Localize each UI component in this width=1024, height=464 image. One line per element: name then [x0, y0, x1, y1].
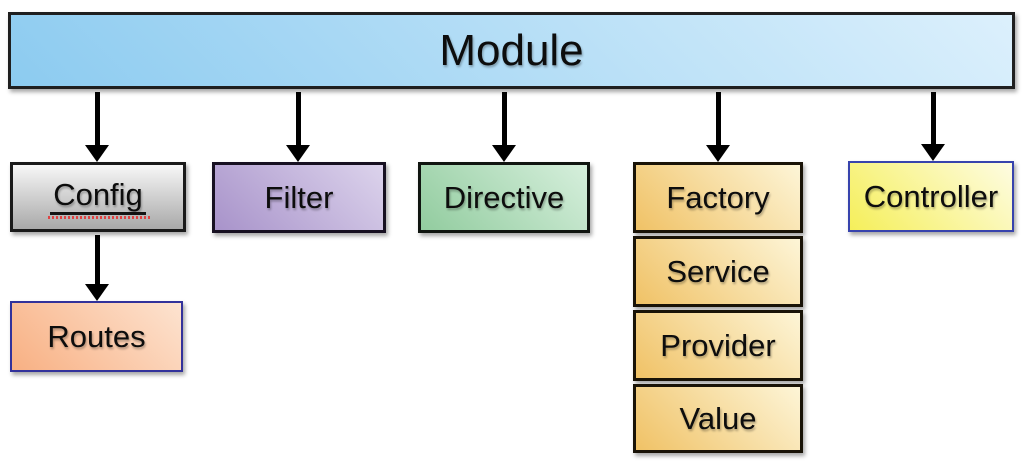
node-module-label: Module — [439, 25, 584, 75]
node-config-label: Config — [48, 177, 150, 219]
node-provider: Provider — [633, 310, 803, 381]
node-config-label-text: Config — [53, 177, 143, 212]
arrow-shaft — [501, 92, 507, 145]
node-value: Value — [633, 384, 803, 453]
arrow-shaft — [295, 92, 301, 145]
node-provider-label: Provider — [660, 328, 776, 363]
node-value-label: Value — [679, 401, 757, 436]
arrow-shaft — [94, 92, 100, 145]
arrow-head-icon — [85, 284, 109, 301]
arrow-shaft — [930, 92, 936, 144]
arrow-shaft — [715, 92, 721, 145]
node-controller-label: Controller — [863, 179, 999, 214]
spellcheck-squiggle — [48, 216, 150, 219]
arrow-head-icon — [286, 145, 310, 162]
node-service: Service — [633, 236, 803, 307]
node-factory-label: Factory — [666, 180, 770, 215]
node-routes-label: Routes — [47, 319, 146, 354]
arrow-module-to-config — [85, 92, 109, 162]
node-directive: Directive — [418, 162, 590, 233]
node-routes: Routes — [10, 301, 183, 372]
node-filter: Filter — [212, 162, 386, 233]
node-controller: Controller — [848, 161, 1014, 232]
node-factory: Factory — [633, 162, 803, 233]
arrow-module-to-controller — [921, 92, 945, 161]
arrow-head-icon — [492, 145, 516, 162]
arrow-module-to-directive — [492, 92, 516, 162]
node-directive-label: Directive — [443, 180, 565, 215]
arrow-head-icon — [706, 145, 730, 162]
node-module: Module — [8, 12, 1015, 89]
arrow-head-icon — [921, 144, 945, 161]
node-filter-label: Filter — [264, 180, 334, 215]
node-config: Config — [10, 162, 186, 232]
arrow-module-to-filter — [286, 92, 310, 162]
arrow-config-to-routes — [85, 235, 109, 301]
arrow-module-to-factory — [706, 92, 730, 162]
arrow-head-icon — [85, 145, 109, 162]
arrow-shaft — [94, 235, 100, 284]
node-service-label: Service — [666, 254, 770, 289]
